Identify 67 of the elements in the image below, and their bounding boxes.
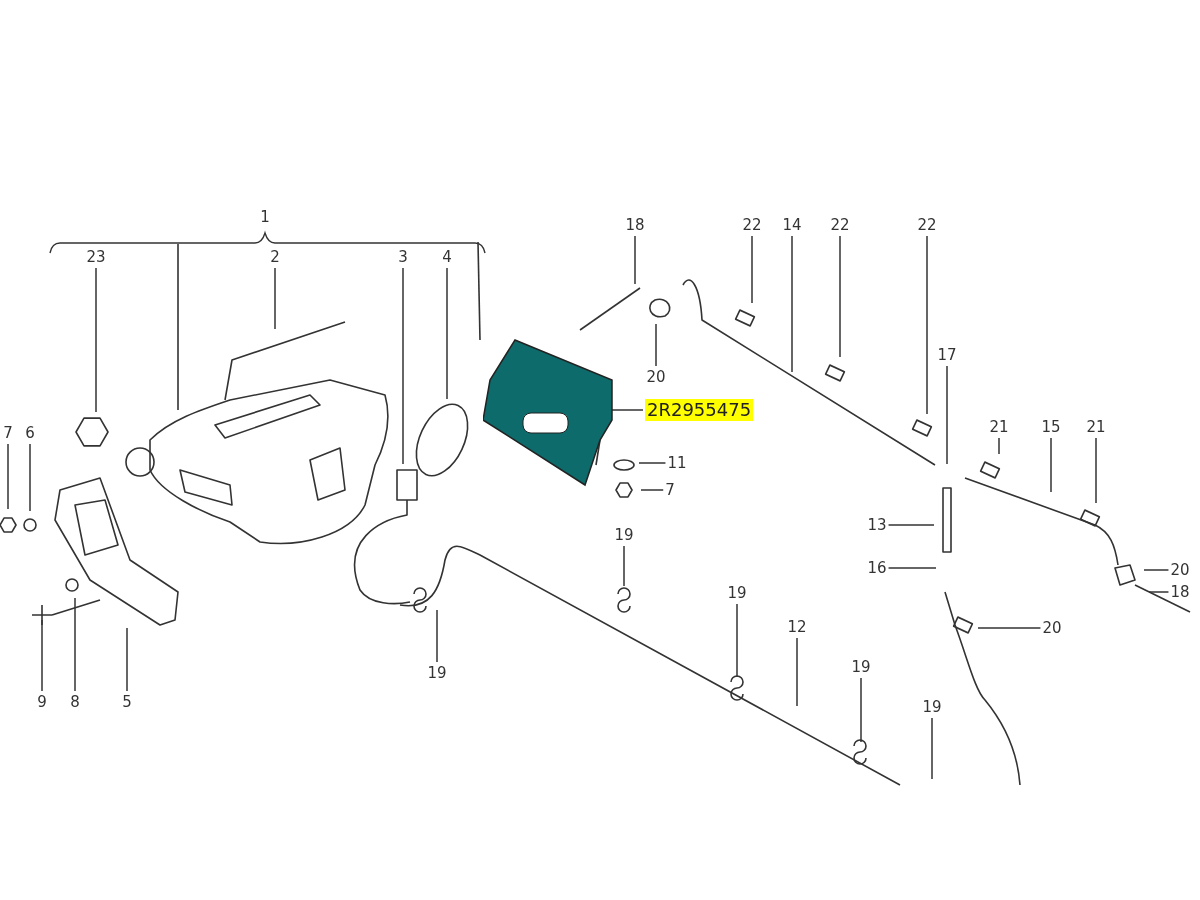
callout-number: 20 [1042,619,1062,637]
leader-line [640,489,664,491]
leader-line [887,567,937,569]
leader-line [623,545,625,587]
callout-number: 23 [86,248,106,266]
callout-number: 14 [782,216,802,234]
callout-number: 18 [625,216,645,234]
leader-line [638,462,667,464]
callout-number: 19 [922,698,942,716]
leader-line [274,267,276,330]
callout-number: 7 [3,424,13,442]
leader-line [839,235,841,358]
callout-number: 20 [646,368,666,386]
callout-number: 5 [122,693,132,711]
leader-line [977,627,1042,629]
callout-number: 22 [917,216,937,234]
leader-line [29,443,31,512]
callout-number: 12 [787,618,807,636]
callout-number: 22 [742,216,762,234]
leader-line [1148,591,1170,593]
callout-number: 21 [989,418,1009,436]
leader-line [41,619,43,692]
leader-line [655,323,657,367]
callout-number: 19 [614,526,634,544]
callout-number: 6 [25,424,35,442]
leader-line [998,437,1000,455]
leader-line [796,637,798,707]
callout-number: 18 [1170,583,1190,601]
leader-line [402,267,404,465]
callout-number: 19 [727,584,747,602]
callout-number: 16 [867,559,887,577]
leader-line [926,235,928,415]
part-number: 2R2955475 [645,399,754,421]
leader-line [860,677,862,743]
callout-number: 3 [398,248,408,266]
leader-line [7,443,9,510]
leader-line [946,365,948,465]
leader-line [1143,569,1170,571]
leader-line [1050,437,1052,493]
leader-line [736,603,738,678]
leader-line [751,235,753,304]
callout-number: 17 [937,346,957,364]
leader-line [791,235,793,373]
callout-number: 9 [37,693,47,711]
callout-number: 19 [427,664,447,682]
callout-number: 21 [1086,418,1106,436]
mounting-bracket [483,338,615,488]
callout-number: 19 [851,658,871,676]
leader-line [126,627,128,692]
leader-line [887,524,935,526]
leader-line [74,597,76,692]
callout-number: 7 [665,481,675,499]
callout-number: 20 [1170,561,1190,579]
callout-number: 2 [270,248,280,266]
leader-line [634,235,636,285]
callout-number: 13 [867,516,887,534]
callout-number: 8 [70,693,80,711]
callout-number: 22 [830,216,850,234]
leader-line [95,267,97,413]
leader-line [436,609,438,663]
callout-number: 1 [260,208,270,226]
leader-line [446,267,448,400]
callout-number: 4 [442,248,452,266]
callout-number: 15 [1041,418,1061,436]
callout-number: 11 [667,454,687,472]
leader-line [1095,437,1097,504]
leader-line [931,717,933,780]
